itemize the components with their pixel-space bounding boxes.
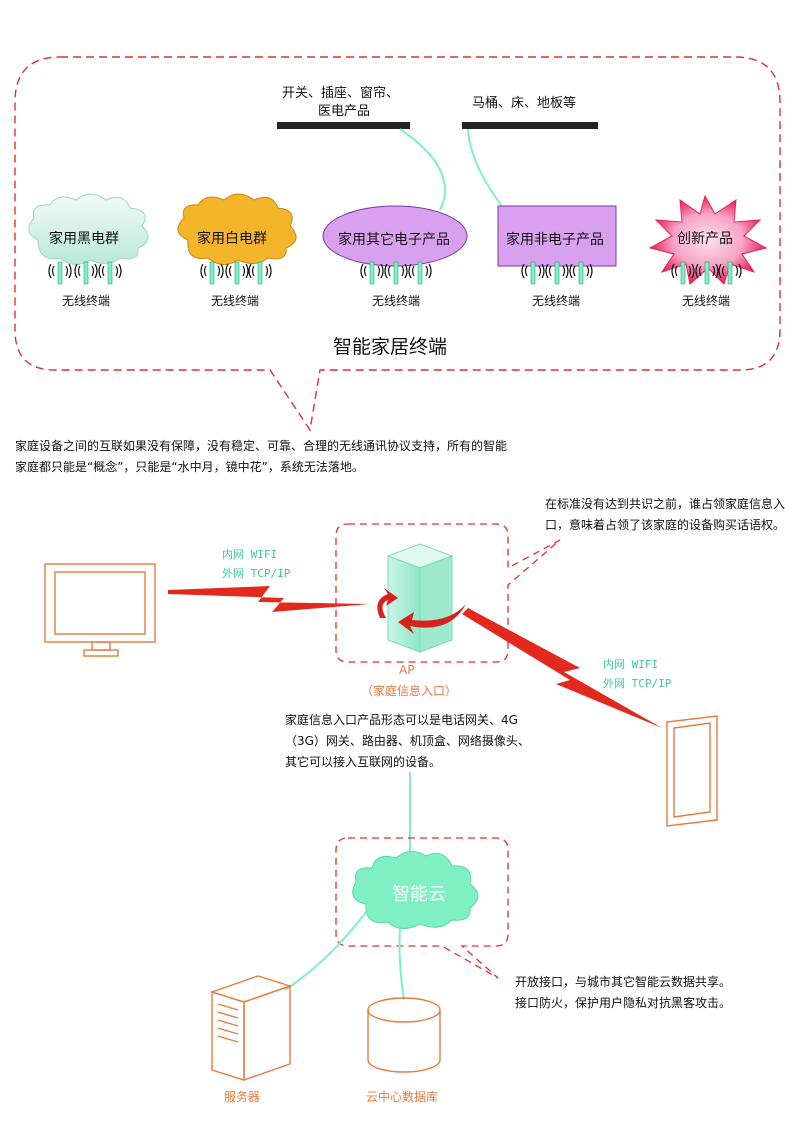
smart-cloud-shape bbox=[352, 851, 479, 929]
cloud-database-connector bbox=[398, 927, 405, 1001]
ap-arrow-left bbox=[377, 588, 398, 618]
ap-device-icon bbox=[386, 543, 454, 653]
database-icon bbox=[367, 997, 441, 1073]
paragraph-interconnect: 家庭设备之间的互联如果没有保障，没有稳定、可靠、合理的无线通讯协议支持，所有的智… bbox=[15, 436, 507, 478]
bar-left-label-line1: 开关、插座、窗帘、 bbox=[282, 86, 400, 101]
antennas-group-2 bbox=[200, 261, 272, 285]
database-label: 云中心数据库 bbox=[366, 1090, 439, 1104]
callout-top-line-2: 口，意味着占领了该家庭的设备购买话语权。 bbox=[545, 518, 786, 532]
terminal-label-1: 无线终端 bbox=[62, 294, 111, 308]
group-label-innovation: 创新产品 bbox=[677, 231, 733, 247]
terminal-label-5: 无线终端 bbox=[682, 294, 731, 308]
link-left-line-2: 外网 TCP/IP bbox=[222, 567, 291, 580]
antennas-group-5 bbox=[671, 261, 742, 285]
cloud-dashed-box bbox=[335, 837, 509, 979]
ap-arrow-right bbox=[398, 604, 466, 634]
paragraph-1-line-1: 家庭设备之间的互联如果没有保障，没有稳定、可靠、合理的无线通讯协议支持，所有的智… bbox=[15, 439, 508, 453]
black-appliance-cloud bbox=[28, 193, 149, 265]
bar-right-connector bbox=[467, 128, 506, 211]
group-label-non-electronics: 家用非电子产品 bbox=[506, 232, 604, 248]
server-label: 服务器 bbox=[224, 1090, 261, 1104]
server-icon bbox=[209, 975, 293, 1081]
callout-entry-point: 在标准没有达到共识之前，谁占领家庭信息入 口，意味着占领了该家庭的设备购买话语权… bbox=[545, 494, 785, 536]
tablet-icon bbox=[666, 715, 718, 827]
cloud-server-connector bbox=[284, 911, 367, 991]
terminal-label-4: 无线终端 bbox=[532, 294, 581, 308]
bar-right bbox=[462, 122, 598, 129]
paragraph-1-line-2: 家庭都只能是“概念”，只能是“水中月，镜中花”，系统无法落地。 bbox=[15, 460, 364, 474]
paragraph-2-line-1: 家庭信息入口产品形态可以是电话网关、4G bbox=[285, 713, 518, 727]
link-right-line-1: 内网 WIFI bbox=[603, 658, 659, 671]
ap-label: AP bbox=[399, 663, 415, 677]
link-left-label: 内网 WIFI 外网 TCP/IP bbox=[222, 545, 290, 583]
group-label-other-electronics: 家用其它电子产品 bbox=[338, 232, 450, 248]
bar-left-label-line2: 医电产品 bbox=[318, 104, 371, 119]
callout-bottom-line-1: 开放接口，与城市其它智能云数据共享。 bbox=[515, 975, 732, 989]
callout-top-line-1: 在标准没有达到共识之前，谁占领家庭信息入 bbox=[545, 497, 786, 511]
paragraph-entry-forms: 家庭信息入口产品形态可以是电话网关、4G （3G）网关、路由器、机顶盒、网络摄像… bbox=[285, 710, 530, 773]
bar-left-connector bbox=[399, 128, 446, 211]
link-right-label: 内网 WIFI 外网 TCP/IP bbox=[603, 655, 671, 693]
smart-cloud-label: 智能云 bbox=[392, 884, 446, 905]
lightning-bolt-left bbox=[168, 586, 370, 612]
bar-right-label: 马桶、床、地板等 bbox=[472, 96, 577, 111]
group-label-black-appliances: 家用黑电群 bbox=[49, 231, 119, 247]
callout-bottom-line-2: 接口防火，保护用户隐私对抗黑客攻击。 bbox=[515, 996, 732, 1010]
white-appliance-cloud bbox=[177, 193, 297, 265]
ap-sub-label: （家庭信息入口） bbox=[361, 684, 458, 698]
bar-left bbox=[277, 122, 410, 129]
group-label-white-appliances: 家用白电群 bbox=[197, 231, 267, 247]
paragraph-2-line-2: （3G）网关、路由器、机顶盒、网络摄像头、 bbox=[285, 734, 530, 748]
terminal-label-3: 无线终端 bbox=[372, 294, 421, 308]
terminal-label-2: 无线终端 bbox=[211, 294, 260, 308]
callout-open-interface: 开放接口，与城市其它智能云数据共享。 接口防火，保护用户隐私对抗黑客攻击。 bbox=[515, 972, 731, 1014]
antennas-group-3 bbox=[360, 261, 432, 285]
link-right-line-2: 外网 TCP/IP bbox=[603, 677, 672, 690]
antennas-group-4 bbox=[521, 261, 593, 285]
link-left-line-1: 内网 WIFI bbox=[222, 548, 278, 561]
section-title: 智能家居终端 bbox=[333, 336, 448, 358]
monitor-icon bbox=[44, 563, 156, 657]
paragraph-2-line-3: 其它可以接入互联网的设备。 bbox=[285, 755, 442, 769]
lightning-bolt-right bbox=[462, 608, 662, 728]
antennas-group-1 bbox=[48, 261, 122, 285]
ap-dashed-box bbox=[335, 523, 561, 663]
